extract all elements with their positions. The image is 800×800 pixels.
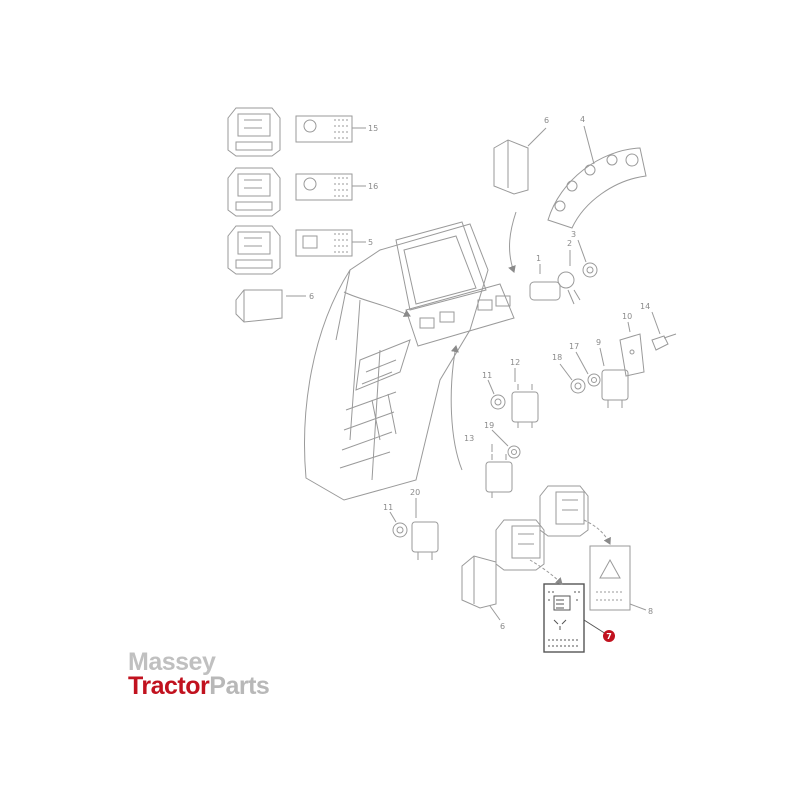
ignition-switch bbox=[529, 271, 581, 305]
blank-cover-bottom bbox=[461, 555, 497, 609]
lens-panel-7 bbox=[543, 583, 585, 653]
callout-18: 18 bbox=[552, 353, 562, 362]
callout-3: 3 bbox=[571, 230, 576, 239]
dashboard-console bbox=[304, 221, 515, 501]
callout-11-lower: 11 bbox=[383, 503, 393, 512]
rocker-switch-lower-right bbox=[539, 485, 589, 537]
relay-13 bbox=[485, 454, 513, 498]
callout-7-highlight: 7 bbox=[603, 630, 615, 642]
connector-arrow-panel-7 bbox=[529, 559, 563, 585]
callout-9: 9 bbox=[596, 338, 601, 347]
callout-10: 10 bbox=[622, 312, 632, 321]
logo-word-parts: Parts bbox=[209, 672, 270, 700]
rocker-switch-bottom-left bbox=[227, 225, 281, 275]
connector-arrow-left bbox=[343, 291, 411, 317]
nut-11-lower bbox=[392, 522, 408, 538]
callout-16: 16 bbox=[368, 182, 378, 191]
lens-panel-8 bbox=[589, 545, 631, 611]
connector-arrow-top-right bbox=[508, 211, 517, 273]
relay-12 bbox=[511, 384, 539, 428]
bolt-14 bbox=[651, 333, 677, 351]
logo-line-massey: Massey bbox=[128, 648, 216, 676]
callout-1: 1 bbox=[536, 254, 541, 263]
callout-15: 15 bbox=[368, 124, 378, 133]
relay-9 bbox=[601, 369, 629, 408]
lens-panel-15 bbox=[295, 115, 353, 143]
callout-6-left: 6 bbox=[309, 292, 314, 301]
washer-17 bbox=[587, 373, 601, 387]
callout-2: 2 bbox=[567, 239, 572, 248]
connector-arrow-console bbox=[450, 345, 463, 471]
callout-13: 13 bbox=[464, 434, 474, 443]
rocker-switch-top-left bbox=[227, 107, 281, 157]
nut-18 bbox=[570, 378, 586, 394]
callout-19: 19 bbox=[484, 421, 494, 430]
callout-6-top: 6 bbox=[544, 116, 549, 125]
blank-cover-left bbox=[235, 289, 283, 323]
callout-6-bottom: 6 bbox=[500, 622, 505, 631]
logo-line-tractorparts: TractorParts bbox=[128, 672, 270, 700]
blank-cover-top-right bbox=[493, 139, 529, 195]
callout-12: 12 bbox=[510, 358, 520, 367]
callout-7: 7 bbox=[606, 632, 612, 641]
logo-word-tractor: Tractor bbox=[128, 672, 210, 700]
callout-4: 4 bbox=[580, 115, 585, 124]
callout-20: 20 bbox=[410, 488, 420, 497]
nut-19 bbox=[507, 445, 521, 459]
rocker-switch-lower-left bbox=[495, 519, 545, 571]
lens-panel-5 bbox=[295, 229, 353, 257]
nut-11-upper bbox=[490, 394, 506, 410]
highlight-dot bbox=[603, 630, 615, 642]
bracket-10 bbox=[619, 333, 645, 377]
nut-3 bbox=[582, 262, 598, 278]
instrument-arc-panel bbox=[547, 147, 647, 229]
lens-panel-16 bbox=[295, 173, 353, 201]
rocker-switch-middle-left bbox=[227, 167, 281, 217]
callout-17: 17 bbox=[569, 342, 579, 351]
relay-20 bbox=[411, 521, 439, 560]
callout-5: 5 bbox=[368, 238, 373, 247]
callout-8: 8 bbox=[648, 607, 653, 616]
callout-11-upper: 11 bbox=[482, 371, 492, 380]
connector-arrow-panel-8 bbox=[583, 519, 611, 545]
callout-14: 14 bbox=[640, 302, 650, 311]
